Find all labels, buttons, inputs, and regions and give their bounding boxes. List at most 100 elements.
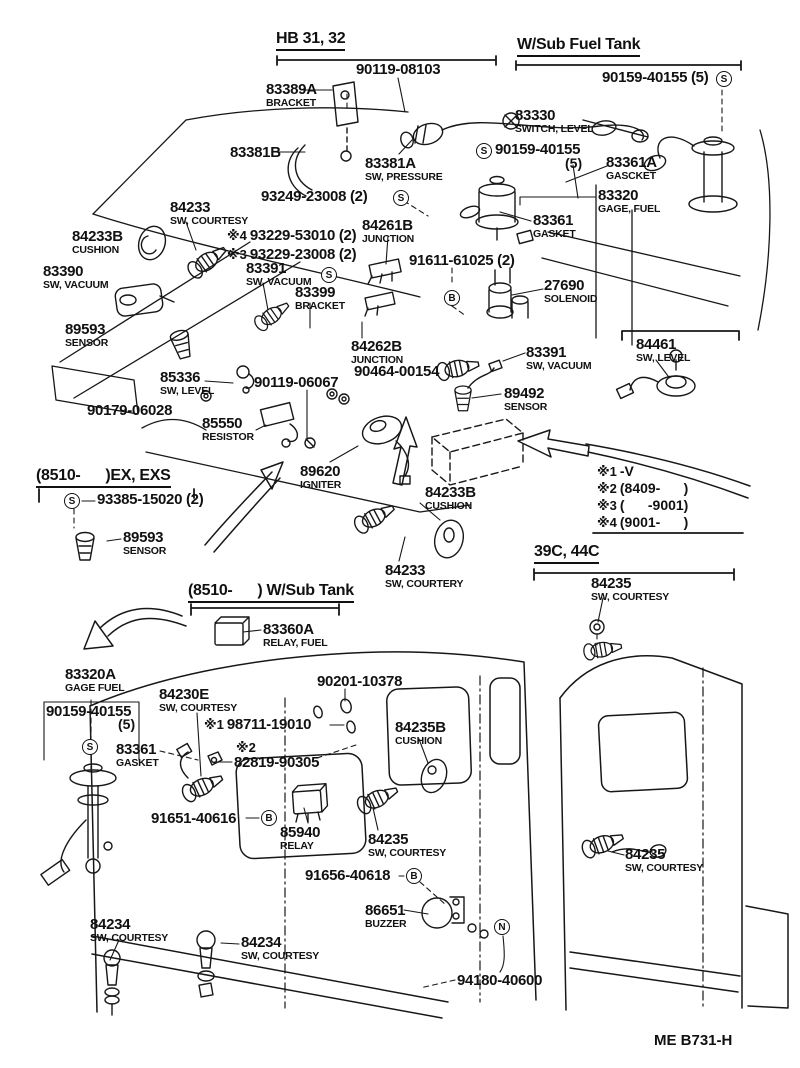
part-number: 89593 xyxy=(123,529,164,546)
part-number: 84234 xyxy=(241,934,282,951)
part-desc: SW, COURTESY xyxy=(90,932,169,945)
part-label-93385-15020: 93385-15020 (2) xyxy=(97,492,204,508)
part-number: 90119-06067 xyxy=(254,374,339,391)
part-number: 93229-23008 (2) xyxy=(249,246,357,263)
part-label-90159-40155-top: 90159-40155 (5) xyxy=(602,69,709,86)
part-desc: BUZZER xyxy=(365,918,407,931)
section-header-sub-tank: (8510- ) W/Sub Tank xyxy=(188,582,354,603)
part-number: 84235 xyxy=(591,575,632,592)
part-desc: SW, COURTESY xyxy=(241,950,320,963)
part-desc: RESISTOR xyxy=(202,431,254,444)
part-qty: (5) xyxy=(118,717,135,733)
part-qty-value: (5) xyxy=(565,155,583,171)
part-number: 83361 xyxy=(116,741,157,758)
part-number: 89620 xyxy=(300,463,341,480)
part-label-90119-06067: 90119-06067 xyxy=(254,374,339,391)
part-number: 90159-40155 (5) xyxy=(602,69,709,86)
part-number: 90179-06028 xyxy=(87,402,173,419)
ref-mark: ※2 xyxy=(236,740,256,755)
part-number: 84234 xyxy=(90,916,131,933)
door-seams xyxy=(284,667,704,1009)
section-header-hb: HB 31, 32 xyxy=(276,30,346,51)
part-label-90159-40155-bottom: 90159-40155 xyxy=(46,704,131,720)
part-number: 82819-90305 xyxy=(234,754,320,771)
part-desc: SENSOR xyxy=(504,401,548,414)
section-header-ex-exs: (8510- )EX, EXS xyxy=(36,467,171,488)
part-number: 84233B xyxy=(72,228,123,245)
ref-mark: ※1 xyxy=(204,717,224,732)
part-label-90464-00154: 90464-00154 xyxy=(354,364,439,380)
part-number: 85940 xyxy=(280,824,321,841)
van-front-outline xyxy=(51,107,771,513)
part-desc: BRACKET xyxy=(266,97,316,110)
legend-row: ※2(8409- ) xyxy=(597,480,688,497)
legend-row: ※1-V xyxy=(597,463,634,480)
part-number: 84235 xyxy=(625,846,666,863)
part-number: 83391 xyxy=(526,344,567,361)
part-desc: SOLENOID xyxy=(544,293,598,306)
battery-box xyxy=(431,418,524,486)
part-desc: SW, VACUUM xyxy=(526,360,592,373)
part-desc: SENSOR xyxy=(123,545,167,558)
circled-s-icon: S xyxy=(321,267,337,283)
part-desc: SW, COURTESY xyxy=(591,591,670,604)
circled-b-icon: B xyxy=(261,810,277,826)
legend-mark: ※4 xyxy=(597,515,617,530)
part-desc: SW, COURTERY xyxy=(385,578,464,591)
part-number: 83361 xyxy=(533,212,574,229)
part-label-91611-61025: 91611-61025 (2) xyxy=(409,253,515,269)
part-desc: SENSOR xyxy=(65,337,109,350)
part-number: 83381A xyxy=(365,155,416,172)
part-number: 83320A xyxy=(65,666,116,683)
circled-s-icon: S xyxy=(393,190,409,206)
part-label-91651-40616: 91651-40616 xyxy=(151,811,236,827)
legend-row: ※3( -9001) xyxy=(597,497,688,514)
part-qty: (5) xyxy=(565,156,582,172)
legend-mark: ※1 xyxy=(597,464,617,479)
part-number: 86651 xyxy=(365,902,406,919)
section-brackets xyxy=(38,55,744,616)
part-desc: SW, VACUUM xyxy=(246,276,312,289)
part-number: 84235B xyxy=(395,719,446,736)
figure-code: ME B731-H xyxy=(654,1032,733,1049)
circled-b-icon: B xyxy=(444,290,460,306)
part-label-94180-40600: 94180-40600 xyxy=(457,973,542,989)
part-desc: SW, COURTESY xyxy=(159,702,238,715)
part-number: 84461 xyxy=(636,336,677,353)
part-desc: CUSHION xyxy=(425,500,473,513)
circled-n-icon: N xyxy=(494,919,510,935)
part-desc: RELAY, FUEL xyxy=(263,637,328,650)
part-number: 84233B xyxy=(425,484,476,501)
circled-s-icon: S xyxy=(64,493,80,509)
part-desc: SW, LEVEL xyxy=(160,385,215,398)
part-number: 91651-40616 xyxy=(151,810,237,827)
part-number: 93249-23008 (2) xyxy=(261,188,368,205)
section-header-sub-fuel-tank: W/Sub Fuel Tank xyxy=(517,36,641,57)
part-number: 83399 xyxy=(295,284,336,301)
part-number: 98711-19010 xyxy=(226,716,312,733)
